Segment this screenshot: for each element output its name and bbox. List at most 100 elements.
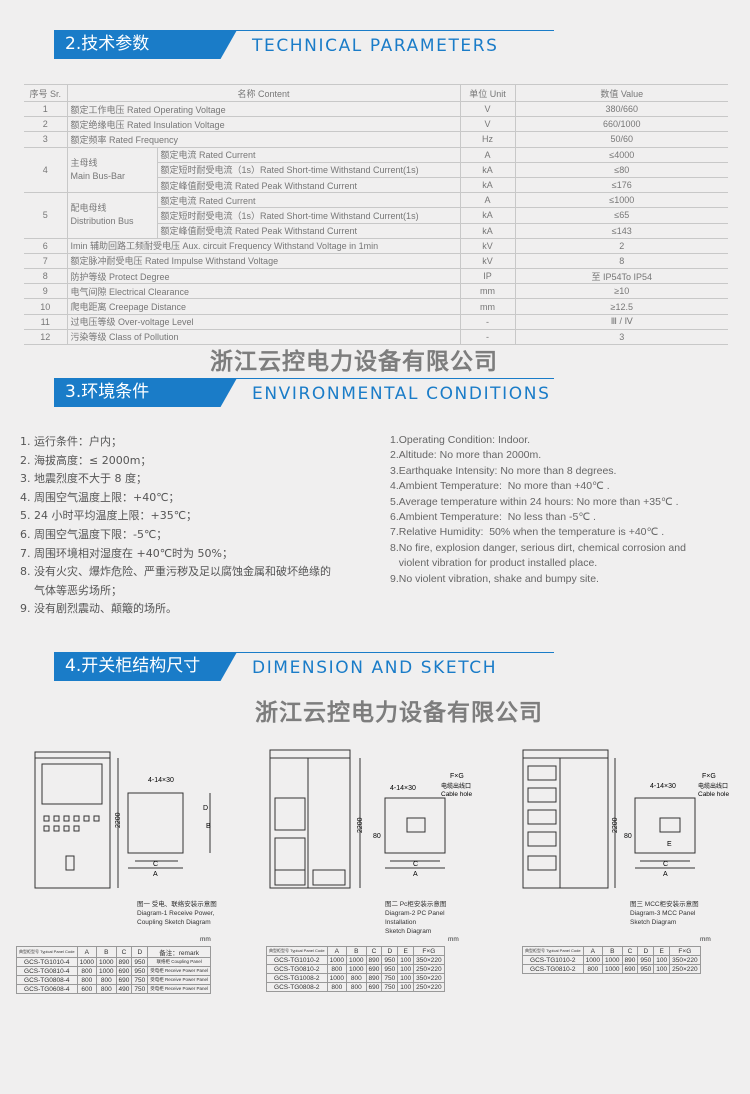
table-row: 额定短时耐受电流（1s）Rated Short-time Withstand C…: [24, 207, 728, 224]
dim-d: D: [203, 805, 208, 812]
column-header: B: [602, 946, 623, 956]
section-title-cn: 4.开关柜结构尺寸: [54, 652, 237, 681]
fg-label: F×G: [450, 773, 464, 780]
column-header: 备注：remark: [147, 946, 212, 958]
value-cell: 8: [515, 253, 728, 270]
unit-cell: V: [460, 101, 516, 118]
serial-cell: 4: [24, 147, 68, 194]
table-cell: 750: [381, 973, 399, 983]
serial-cell: 11: [24, 314, 68, 330]
unit-cell: kA: [460, 207, 516, 224]
table-cell: 690: [115, 975, 133, 985]
serial-cell: 3: [24, 131, 68, 148]
group-cell: 主母线 Main Bus-Bar: [67, 147, 158, 194]
list-item: 4. 周围空气温度上限：+40℃；: [20, 490, 180, 504]
content-cell: 额定电流 Rated Current: [157, 192, 461, 209]
list-item: 3. 地震烈度不大于 8 度；: [20, 472, 147, 486]
content-cell: Imin 辅助回路工频耐受电压 Aux. circuit Frequency W…: [67, 238, 461, 254]
dim-80: 80: [624, 833, 632, 840]
content-cell: 额定峰值耐受电流 Rated Peak Withstand Current: [157, 177, 461, 194]
table-cell: 1000: [582, 955, 604, 965]
table-cell: GCS-TG0808-4: [16, 975, 78, 985]
unit-cell: -: [460, 329, 516, 346]
list-item: 6.Ambient Temperature: No less than -5℃ …: [390, 510, 596, 523]
cabinet-sketch-1: 2200 4-14×30 D B C A: [34, 751, 211, 889]
content-cell: 额定短时耐受电流（1s）Rated Short-time Withstand C…: [157, 162, 461, 178]
unit-cell: kV: [460, 253, 516, 270]
column-header: 名称 Content: [67, 84, 461, 102]
table-cell: 950: [381, 964, 399, 974]
table-cell: 250×220: [669, 964, 701, 974]
table-cell: 1000: [326, 973, 348, 983]
divider: [54, 652, 554, 653]
list-item: 6. 周围空气温度下限：-5℃；: [20, 527, 168, 541]
caption-line: Sketch Diagram: [385, 928, 432, 935]
section-title-cn: 3.环境条件: [54, 378, 237, 407]
group-name-cn: 主母线: [70, 157, 98, 168]
table-cell: 950: [131, 957, 149, 967]
unit-label: mm: [700, 936, 711, 943]
dim-c: C: [153, 861, 158, 868]
list-item: 7. 周围环境相对湿度在 +40℃时为 50%；: [20, 546, 234, 560]
serial-cell: 5: [24, 192, 68, 239]
table-cell: 350×220: [413, 973, 445, 983]
value-cell: ≤65: [515, 207, 728, 224]
content-cell: 额定电流 Rated Current: [157, 147, 461, 163]
value-cell: ≤143: [515, 223, 728, 239]
table-cell: 1000: [346, 964, 367, 974]
table-cell: 800: [346, 982, 367, 992]
cabinet-sketch-3: 2200 4-14×30 F×G 电缆出线口 Cable hole 80 E C…: [522, 749, 729, 889]
table-cell: GCS-TG0608-4: [16, 984, 78, 994]
table-cell: 890: [621, 955, 639, 965]
serial-cell: 10: [24, 298, 68, 315]
content-cell: 额定频率 Rated Frequency: [67, 131, 461, 148]
table-cell: GCS-TG0810-2: [522, 964, 584, 974]
value-cell: ≤4000: [515, 147, 728, 163]
table-cell: GCS-TG1010-4: [16, 957, 78, 967]
dim-80: 80: [373, 833, 381, 840]
table-cell: 800: [96, 975, 117, 985]
unit-cell: V: [460, 116, 516, 133]
caption-line: 图一 受电、联络安装示意图: [137, 901, 217, 908]
table-cell: 受电柜 Receive Power Panel: [147, 984, 212, 994]
content-cell: 爬电距离 Creepage Distance: [67, 298, 461, 315]
column-header: C: [115, 946, 133, 958]
caption-line: Coupling Sketch Diagram: [137, 919, 211, 926]
table-cell: 800: [326, 964, 348, 974]
list-item: 5. 24 小时平均温度上限：+35℃；: [20, 509, 198, 523]
environment-list-cn: 1. 运行条件：户内；2. 海拔高度：≤ 2000m；3. 地震烈度不大于 8 …: [20, 433, 331, 619]
unit-cell: kV: [460, 238, 516, 254]
content-cell: 防护等级 Protect Degree: [67, 268, 461, 285]
table-cell: 690: [365, 964, 383, 974]
table-cell: GCS-TG0810-2: [266, 964, 328, 974]
list-item: 2.Altitude: No more than 2000m.: [390, 449, 542, 462]
value-cell: ≥12.5: [515, 298, 728, 315]
column-header: 数值 Value: [515, 84, 728, 102]
group-name-en: Main Bus-Bar: [70, 170, 126, 181]
column-header: B: [346, 946, 367, 956]
height-label: 2200: [612, 817, 619, 833]
table-cell: 1000: [96, 957, 117, 967]
list-item: 5.Average temperature within 24 hours: N…: [390, 495, 679, 508]
table-cell: 100: [397, 982, 415, 992]
column-header: D: [381, 946, 399, 956]
list-item: 8. 没有火灾、爆炸危险、严重污秽及足以腐蚀金属和破坏绝缘的: [20, 565, 331, 579]
table-cell: GCS-TG1010-2: [266, 955, 328, 965]
group-name-cn: 配电母线: [70, 203, 107, 214]
table-cell: 350×220: [669, 955, 701, 965]
column-header: A: [326, 946, 348, 956]
content-cell: 电气间隙 Electrical Clearance: [67, 283, 461, 300]
content-cell: 额定短时耐受电流（1s）Rated Short-time Withstand C…: [157, 207, 461, 224]
indicator-grid: [43, 815, 100, 832]
dim-b: B: [206, 823, 211, 830]
